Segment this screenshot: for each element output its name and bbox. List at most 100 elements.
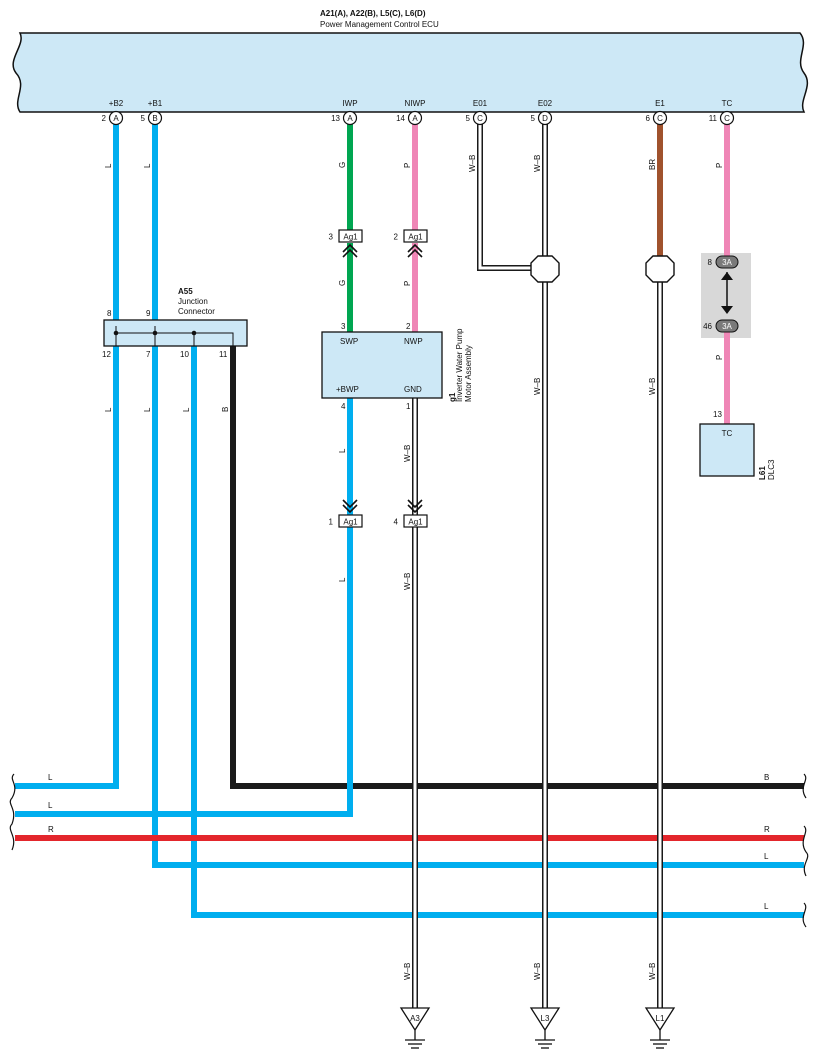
junction-name2: Connector	[178, 307, 215, 316]
svg-text:3: 3	[329, 233, 334, 242]
splice-e02	[530, 255, 560, 283]
svg-text:13: 13	[713, 410, 722, 419]
svg-text:L1: L1	[656, 1014, 665, 1023]
junction-connector: A55 Junction Connector 8 9 12 7 10 11	[102, 287, 248, 359]
label-e02-mid: W–B	[533, 378, 542, 395]
label-niwp: P	[403, 163, 412, 168]
terminal-iwp: IWP	[342, 99, 357, 108]
svg-text:Ag1: Ag1	[408, 233, 423, 242]
terminal-b2: +B2	[109, 99, 124, 108]
svg-text:Ag1: Ag1	[408, 518, 423, 527]
terminal-e01: E01	[473, 99, 488, 108]
svg-text:1: 1	[329, 518, 334, 527]
svg-text:8: 8	[708, 258, 713, 267]
label-jc12: L	[104, 407, 113, 412]
label-tc-low: P	[715, 355, 724, 360]
svg-text:2: 2	[394, 233, 399, 242]
svg-text:C: C	[724, 114, 730, 123]
connector-ag1-upper: Ag1 3 Ag1 2	[329, 229, 428, 258]
svg-text:5: 5	[466, 114, 471, 123]
label-tc: P	[715, 163, 724, 168]
svg-text:5: 5	[531, 114, 536, 123]
pump-pin-gnd: GND	[404, 385, 422, 394]
svg-text:Ag1: Ag1	[343, 233, 358, 242]
label-e1: BR	[648, 159, 657, 170]
pump-pin-swp: SWP	[340, 337, 358, 346]
dlc-code: L61	[758, 466, 767, 480]
svg-text:1: 1	[406, 402, 411, 411]
ground-a3: A3	[399, 1007, 431, 1049]
ecu-terminal-labels: +B2 +B1 IWP NIWP E01 E02 E1 TC	[109, 99, 733, 108]
label-iwp: G	[338, 162, 347, 168]
svg-text:A: A	[113, 114, 119, 123]
ground-l3: L3	[529, 1007, 561, 1049]
break-marks	[9, 773, 809, 928]
svg-text:C: C	[657, 114, 663, 123]
ecu-name: Power Management Control ECU	[320, 20, 439, 29]
jc-pin-8: 8	[107, 309, 112, 318]
svg-text:3: 3	[341, 322, 346, 331]
wire-b2	[15, 124, 119, 789]
svg-text:2: 2	[406, 322, 411, 331]
connector-3a: 3A 8 3A 46	[703, 255, 739, 333]
label-b2: L	[104, 163, 113, 168]
label-gnd: W–B	[403, 445, 412, 462]
splice-e1	[645, 255, 675, 283]
bus2-left: L	[48, 801, 53, 810]
junction-code: A55	[178, 287, 193, 296]
label-bwp: L	[338, 448, 347, 453]
wire-bwp	[15, 398, 353, 817]
wire-b1	[152, 124, 804, 868]
svg-text:D: D	[542, 114, 548, 123]
label-iwp-low: G	[338, 280, 347, 286]
pump-name2: Motor Assembly	[464, 345, 473, 402]
label-e02-bottom: W–B	[533, 963, 542, 980]
junction-name1: Junction	[178, 297, 208, 306]
svg-text:TC: TC	[722, 429, 733, 438]
jc-pin-9: 9	[146, 309, 151, 318]
bus1-right: B	[764, 773, 769, 782]
pump-pin-nwp: NWP	[404, 337, 423, 346]
label-jc11: B	[221, 407, 230, 412]
svg-text:A: A	[347, 114, 353, 123]
svg-text:3A: 3A	[722, 258, 732, 267]
svg-text:2: 2	[102, 114, 107, 123]
bus3-left: R	[48, 825, 54, 834]
svg-text:3A: 3A	[722, 322, 732, 331]
svg-text:A3: A3	[410, 1014, 420, 1023]
pump-pin-bwp: +BWP	[336, 385, 359, 394]
ecu-title: A21(A), A22(B), L5(C), L6(D)	[320, 9, 426, 18]
connector-ag1-lower: Ag1 1 Ag1 4	[329, 499, 428, 528]
label-bwp-low: L	[338, 577, 347, 582]
jc-pin-10: 10	[180, 350, 189, 359]
bus1-left: L	[48, 773, 53, 782]
label-e1-bottom: W–B	[648, 963, 657, 980]
label-e1-mid: W–B	[648, 378, 657, 395]
svg-text:C: C	[477, 114, 483, 123]
jc-pin-7: 7	[146, 350, 151, 359]
ecu-box	[12, 32, 809, 113]
wire-jc11	[230, 346, 804, 789]
bus5-right: L	[764, 902, 769, 911]
label-jc7: L	[143, 407, 152, 412]
jc-pin-12: 12	[102, 350, 111, 359]
svg-text:14: 14	[396, 114, 405, 123]
svg-text:B: B	[152, 114, 157, 123]
dlc-name: DLC3	[767, 459, 776, 480]
inverter-water-pump: SWP NWP +BWP GND 3 2 4 1 g1 Inverter Wat…	[321, 322, 473, 411]
wire-e01	[477, 124, 533, 271]
dlc3-connector: 13 TC L61 DLC3	[699, 410, 776, 480]
bus-labels: L B L R R L L	[48, 773, 770, 911]
svg-text:6: 6	[646, 114, 651, 123]
svg-text:L3: L3	[541, 1014, 550, 1023]
terminal-e1: E1	[655, 99, 665, 108]
svg-text:5: 5	[141, 114, 146, 123]
